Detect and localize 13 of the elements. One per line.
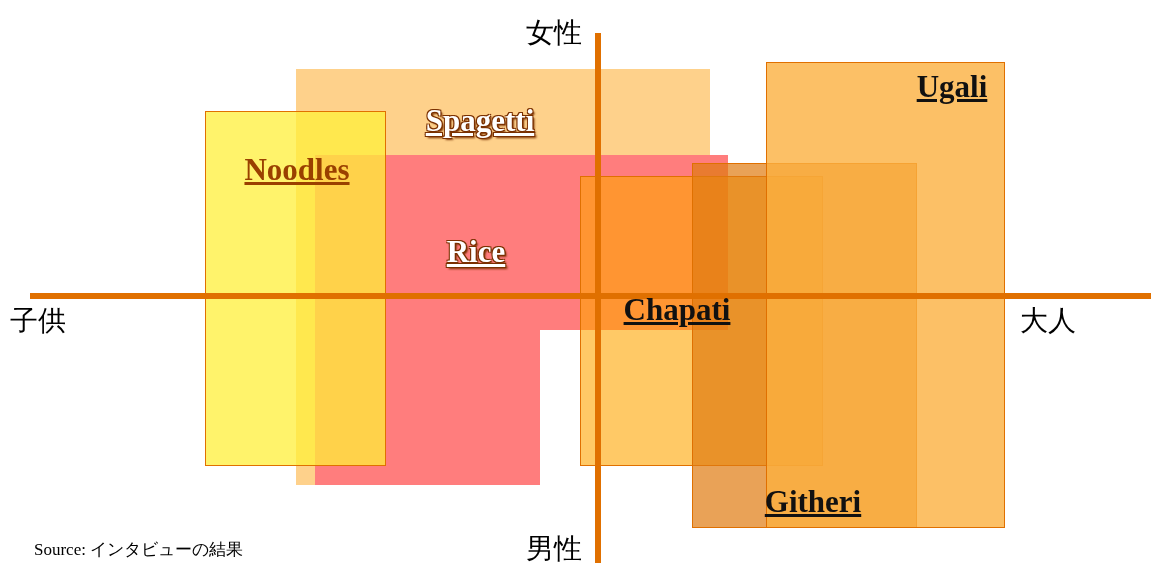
axis-label: 女性 [526,16,582,50]
axis-label: 子供 [10,304,66,338]
food-name: Ugali [916,69,988,105]
food-name: Spagetti [425,103,535,139]
food-name: Chapati [623,292,731,328]
food-name: Githeri [764,484,862,520]
axis-label: 大人 [1020,304,1076,338]
food-region [766,62,1005,528]
food-name: Noodles [244,152,350,188]
source-note: Source: インタビューの結果 [34,539,244,561]
axis-label: 男性 [526,532,582,563]
food-name: Rice [446,234,506,270]
food-region [205,111,386,466]
